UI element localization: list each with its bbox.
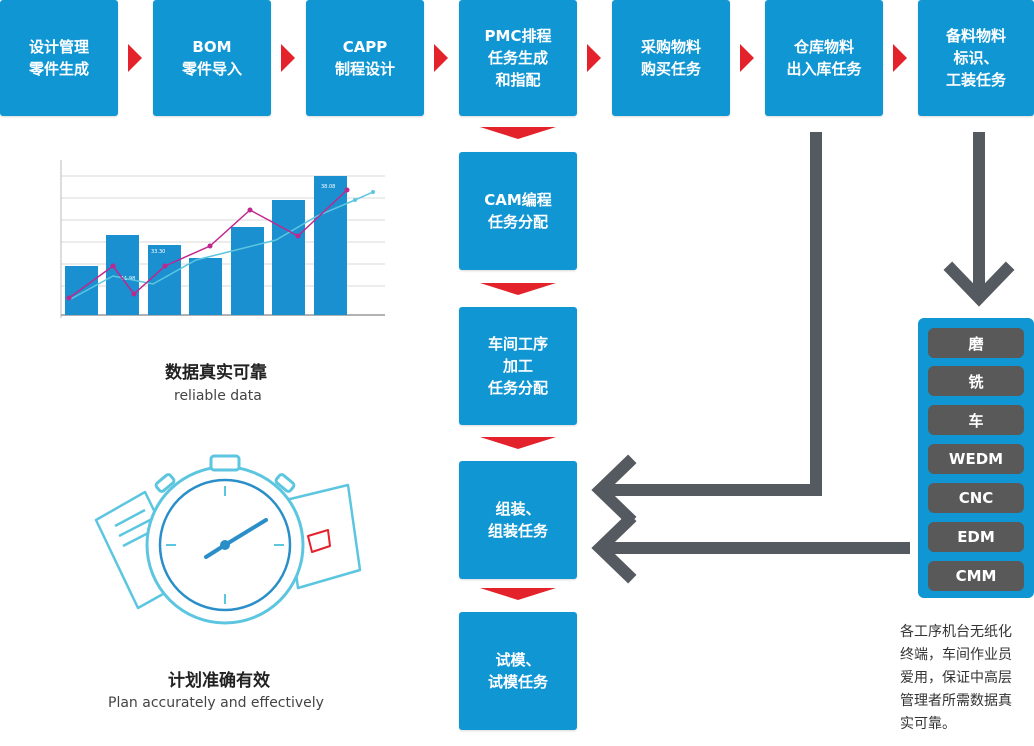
caption-data-en: reliable data bbox=[174, 388, 262, 404]
arrowhead-left-lower bbox=[591, 512, 637, 584]
process-box-cam: CAM编程 任务分配 bbox=[459, 152, 577, 270]
chart-point bbox=[295, 233, 301, 239]
stopwatch-illustration bbox=[94, 454, 362, 625]
process-box-design: 设计管理 零件生成 bbox=[0, 0, 118, 116]
arrowhead-down-right bbox=[943, 261, 1015, 307]
caption-plan-cn: 计划准确有效 bbox=[168, 671, 270, 691]
chart-point bbox=[207, 243, 213, 249]
process-box-workshop: 车间工序 加工 任务分配 bbox=[459, 307, 577, 425]
process-box-trial: 试模、 试模任务 bbox=[459, 612, 577, 730]
chart-line-cyan bbox=[68, 191, 374, 301]
machine-item-mill: 铣 bbox=[928, 366, 1024, 396]
machine-item-cmm: CMM bbox=[928, 561, 1024, 591]
flow-arrow-down-2 bbox=[480, 283, 556, 295]
chart-bar bbox=[148, 245, 181, 315]
flow-arrow-down-4 bbox=[480, 588, 556, 600]
chart-point bbox=[344, 187, 350, 193]
machine-panel: 磨 铣 车 WEDM CNC EDM CMM bbox=[918, 318, 1034, 598]
flow-arrow-right-1 bbox=[128, 44, 142, 72]
machine-item-grind: 磨 bbox=[928, 328, 1024, 358]
machine-item-lathe: 车 bbox=[928, 405, 1024, 435]
chart-line-magenta bbox=[68, 189, 348, 299]
chart-point bbox=[247, 207, 253, 213]
process-box-pmc: PMC排程 任务生成 和指配 bbox=[459, 0, 577, 116]
chart-bar bbox=[106, 235, 139, 315]
process-box-capp: CAPP 制程设计 bbox=[306, 0, 424, 116]
warehouse-to-assembly-connector bbox=[600, 132, 822, 496]
flow-arrow-down-3 bbox=[480, 437, 556, 449]
stopwatch-icon bbox=[145, 454, 305, 625]
process-box-prep: 备料物料 标识、 工装任务 bbox=[918, 0, 1034, 116]
process-box-warehouse: 仓库物料 出入库任务 bbox=[765, 0, 883, 116]
chart-data-label: 33.30 bbox=[151, 249, 165, 255]
chart-data-label: 38.08 bbox=[321, 184, 335, 190]
chart-bar bbox=[231, 227, 264, 315]
machine-item-wedm: WEDM bbox=[928, 444, 1024, 474]
chart-point bbox=[162, 263, 168, 269]
chart-point bbox=[131, 291, 137, 297]
flow-arrow-right-3 bbox=[434, 44, 448, 72]
flow-arrow-right-4 bbox=[587, 44, 601, 72]
machine-item-edm: EDM bbox=[928, 522, 1024, 552]
arrowhead-left-upper bbox=[591, 454, 637, 526]
flow-arrow-down-1 bbox=[480, 127, 556, 139]
flow-arrow-right-2 bbox=[281, 44, 295, 72]
chart-point bbox=[353, 198, 357, 202]
chart-bar bbox=[65, 266, 98, 315]
reliable-data-chart-illustration: 11.98 33.30 38.08 bbox=[60, 160, 385, 318]
chart-point bbox=[110, 263, 116, 269]
chart-bar bbox=[189, 258, 222, 315]
machine-item-cnc: CNC bbox=[928, 483, 1024, 513]
caption-data-cn: 数据真实可靠 bbox=[165, 363, 267, 383]
chart-bar bbox=[314, 176, 347, 315]
process-box-assembly: 组装、 组装任务 bbox=[459, 461, 577, 579]
machine-note: 各工序机台无纸化 终端，车间作业员 爱用，保证中高层 管理者所需数据真 实可靠。 bbox=[900, 624, 1012, 732]
chart-point bbox=[66, 295, 72, 301]
chart-point bbox=[371, 190, 375, 194]
process-box-bom: BOM 零件导入 bbox=[153, 0, 271, 116]
flow-arrow-right-5 bbox=[740, 44, 754, 72]
process-box-purchase: 采购物料 购买任务 bbox=[612, 0, 730, 116]
chart-bar bbox=[272, 200, 305, 315]
caption-plan-en: Plan accurately and effectively bbox=[108, 695, 324, 711]
flow-arrow-right-6 bbox=[893, 44, 907, 72]
